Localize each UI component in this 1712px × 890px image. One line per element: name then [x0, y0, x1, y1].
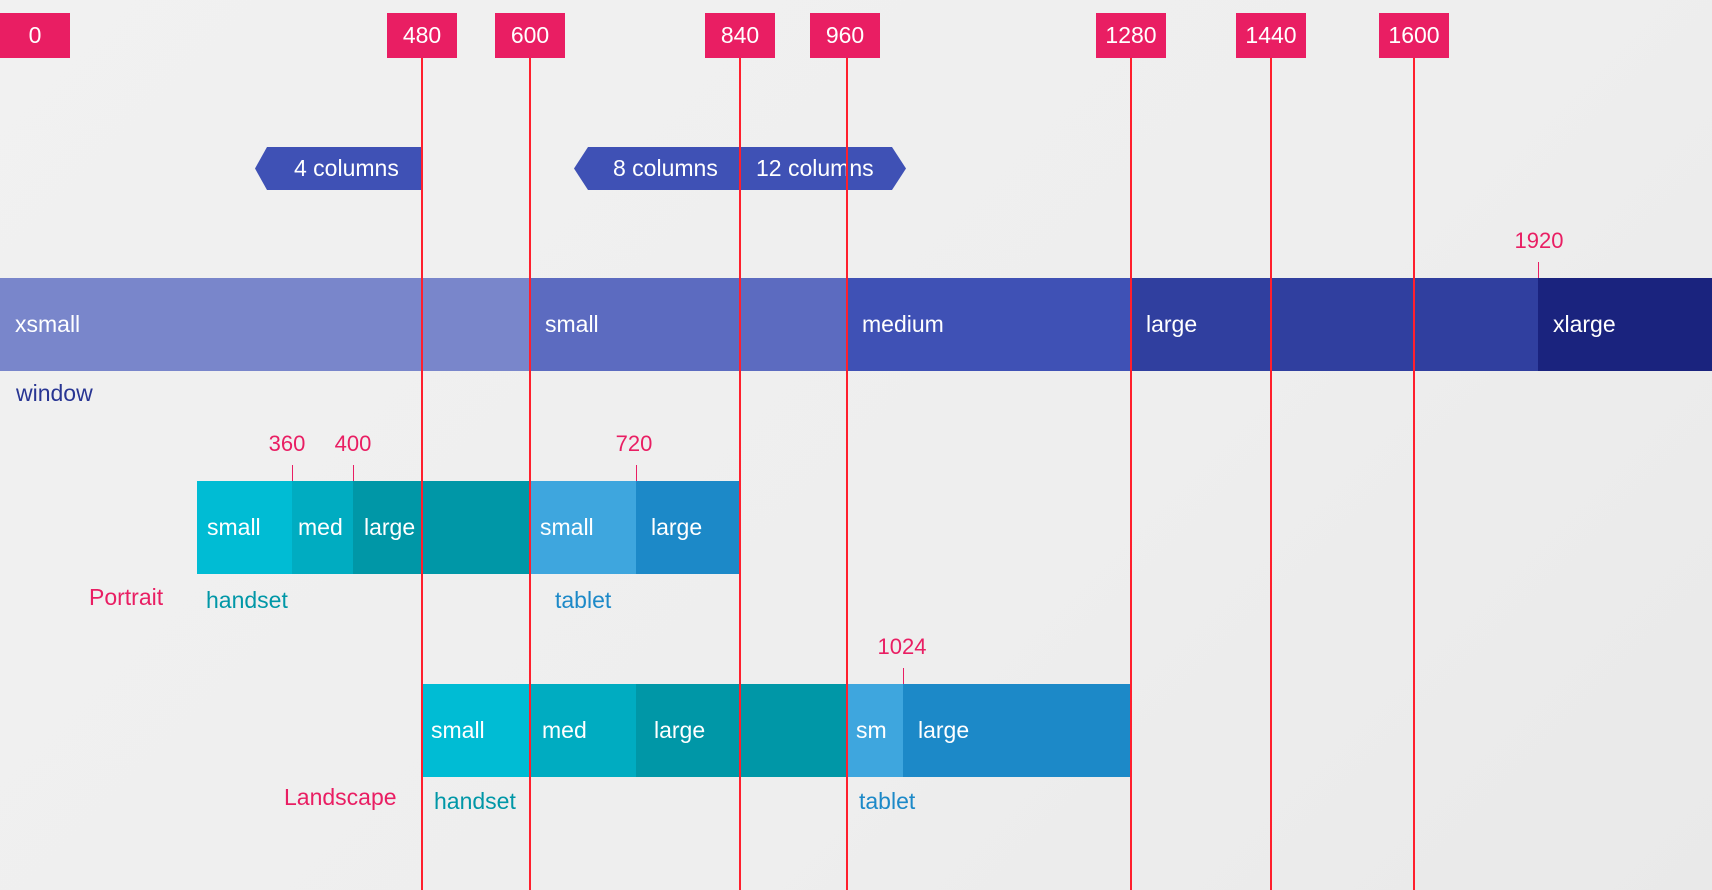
breakpoint-label-480: 480: [387, 13, 457, 58]
breakpoint-line-600: [529, 13, 531, 890]
window-segment-xsmall: xsmall: [0, 278, 530, 371]
marker-720-tick: [636, 465, 637, 481]
landscape-handset-med: med: [530, 684, 636, 777]
breakpoint-line-1280: [1130, 13, 1132, 890]
breakpoint-label-840: 840: [705, 13, 775, 58]
marker-360-tick: [292, 465, 293, 481]
twelve-columns-label: 12 columns: [756, 155, 874, 181]
breakpoint-line-480: [421, 13, 423, 890]
breakpoint-label-600: 600: [495, 13, 565, 58]
marker-400-label: 400: [334, 431, 372, 456]
breakpoint-label-0: 0: [0, 13, 70, 58]
marker-1920-tick: [1538, 262, 1539, 278]
four-columns-arrow: [255, 147, 423, 190]
portrait-tablet-caption: tablet: [555, 587, 612, 613]
marker-1920-label: 1920: [1514, 228, 1564, 253]
portrait-title: Portrait: [89, 584, 164, 610]
landscape-title: Landscape: [284, 784, 397, 810]
window-segment-medium: medium: [847, 278, 1131, 371]
landscape-tablet-caption: tablet: [859, 788, 916, 814]
breakpoint-line-840: [739, 13, 741, 890]
four-columns-label: 4 columns: [294, 155, 399, 181]
breakpoint-label-1440: 1440: [1236, 13, 1306, 58]
portrait-handset-med: med: [292, 481, 353, 574]
eight-columns-label: 8 columns: [613, 155, 718, 181]
breakpoint-label-960: 960: [810, 13, 880, 58]
window-segment-small: small: [530, 278, 847, 371]
marker-360-label: 360: [268, 431, 306, 456]
marker-1024-label: 1024: [877, 634, 927, 659]
landscape-handset-caption: handset: [434, 788, 516, 814]
breakpoint-line-960: [846, 13, 848, 890]
landscape-tablet-sm: sm: [847, 684, 903, 777]
landscape-tablet-large: large: [903, 684, 1131, 777]
portrait-tablet-large: large: [636, 481, 739, 574]
marker-400-tick: [353, 465, 354, 481]
breakpoint-label-1280: 1280: [1096, 13, 1166, 58]
portrait-tablet-small: small: [530, 481, 636, 574]
window-segment-xlarge: xlarge: [1538, 278, 1712, 371]
window-caption: window: [16, 380, 93, 406]
portrait-handset-large: large: [353, 481, 530, 574]
window-segment-large: large: [1131, 278, 1538, 371]
marker-1024-tick: [903, 668, 904, 684]
breakpoint-line-1600: [1413, 13, 1415, 890]
portrait-handset-caption: handset: [206, 587, 288, 613]
landscape-handset-large: large: [636, 684, 847, 777]
breakpoint-line-1440: [1270, 13, 1272, 890]
portrait-handset-small: small: [197, 481, 292, 574]
breakpoint-label-1600: 1600: [1379, 13, 1449, 58]
marker-720-label: 720: [615, 431, 653, 456]
landscape-handset-small: small: [422, 684, 530, 777]
